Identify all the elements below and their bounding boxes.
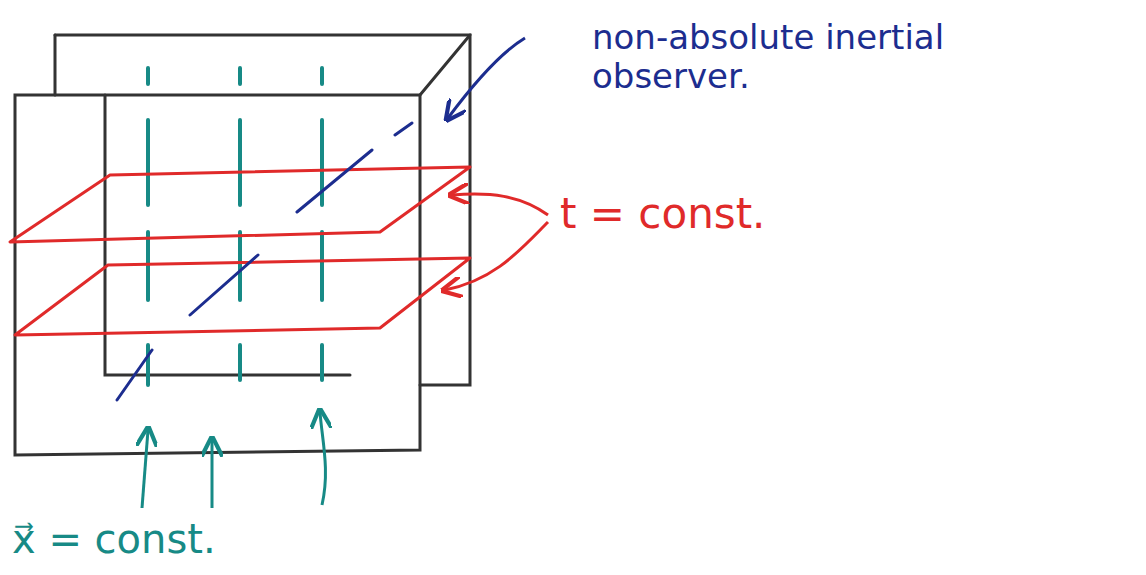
- annotation-label: non-absolute inertial observer.: [592, 18, 982, 96]
- annotation-label: x⃗ = const.: [12, 516, 372, 562]
- box-outline: [15, 35, 470, 455]
- box-edge: [420, 35, 470, 95]
- leader-arrow: [142, 430, 148, 508]
- leader-arrow: [211, 440, 214, 508]
- tilted-worldline: [117, 123, 412, 400]
- vertical-worldline: [238, 68, 242, 380]
- vertical-worldline: [320, 68, 324, 380]
- leader-arrow: [448, 38, 525, 118]
- simultaneity-plane: [10, 167, 470, 335]
- leader-arrow: [452, 194, 548, 215]
- observer-worldline: [117, 123, 412, 400]
- leader-arrow: [445, 222, 548, 290]
- annotation-label: t = const.: [560, 190, 880, 238]
- worldline-x-const: [148, 68, 322, 385]
- vertical-worldline: [146, 68, 150, 385]
- box-edge: [54, 35, 57, 95]
- front-face-edge: [15, 95, 420, 455]
- t-const-plane: [10, 167, 470, 242]
- leader-arrow: [320, 412, 325, 505]
